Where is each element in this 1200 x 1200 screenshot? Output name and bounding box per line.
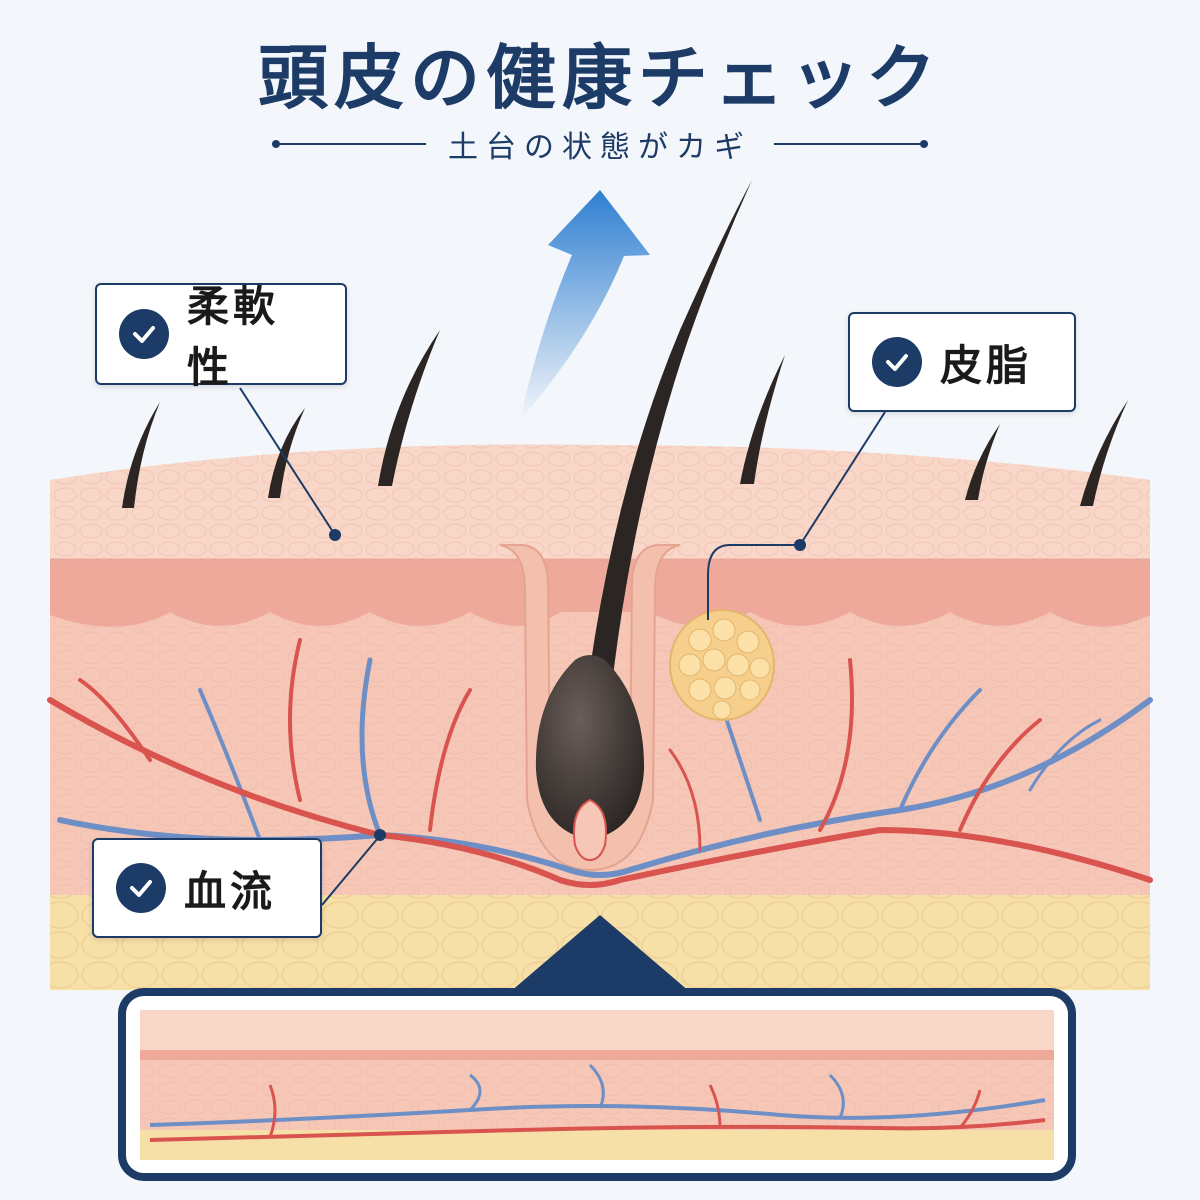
inset-comparison-panel [118, 988, 1076, 1181]
leader-dot-flexibility [329, 529, 341, 541]
zoom-pointer-triangle [510, 915, 690, 992]
sebaceous-gland [669, 609, 775, 721]
subtitle-divider-right [774, 140, 928, 148]
callout-label-sebum: 皮脂 [940, 340, 1033, 390]
page-title: 頭皮の健康チェック [258, 36, 942, 119]
main-hair-strand [535, 180, 752, 862]
callout-label-flexibility: 柔軟性 [187, 282, 280, 392]
callout-flexibility: 柔軟性 [95, 282, 347, 392]
callout-bloodflow: 血流 [92, 838, 322, 938]
surface-hairs [122, 330, 1128, 508]
callout-label-bloodflow: 血流 [184, 866, 277, 916]
page-subtitle: 土台の状態がカギ [448, 130, 752, 165]
subtitle-divider-left [272, 140, 426, 148]
callout-leader-lines [239, 387, 886, 906]
check-circle-icon [872, 337, 922, 387]
check-circle-icon [116, 863, 166, 913]
blood-vessels [47, 638, 1153, 888]
growth-arrow-icon [520, 190, 650, 420]
callout-sebum: 皮脂 [848, 312, 1076, 412]
leader-dot-sebum [794, 539, 806, 551]
epidermis-layer [50, 444, 1150, 562]
subtitle-row: 土台の状態がカギ [0, 124, 1200, 165]
check-circle-icon [119, 309, 169, 359]
leader-dot-bloodflow [374, 829, 386, 841]
